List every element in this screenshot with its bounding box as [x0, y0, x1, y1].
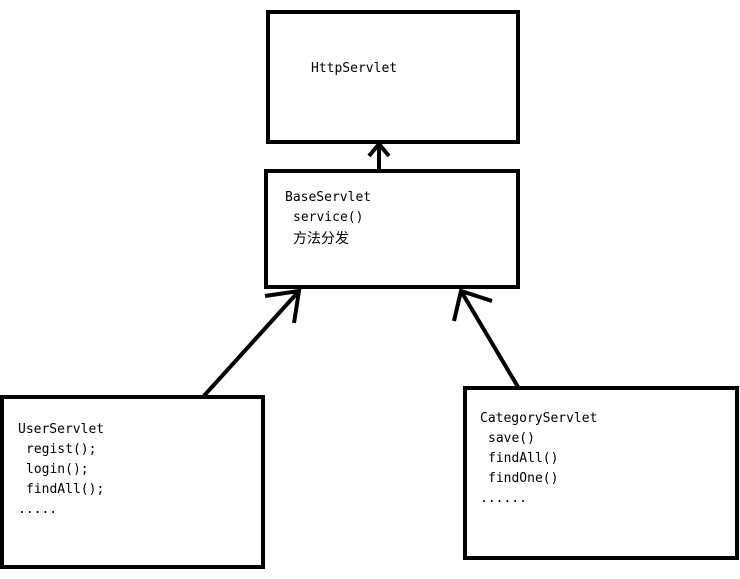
base-servlet-note: 方法分发: [293, 231, 349, 247]
base-servlet-title: BaseServlet: [285, 190, 372, 205]
category-servlet-method: findOne(): [488, 471, 559, 486]
user-servlet-method: login();: [26, 462, 89, 477]
category-servlet-ellipsis: ......: [480, 491, 527, 506]
user-servlet-method: findAll();: [26, 482, 105, 497]
user-servlet-title: UserServlet: [18, 422, 105, 437]
http-servlet-title: HttpServlet: [311, 61, 398, 76]
http-servlet-box: HttpServlet: [266, 10, 520, 144]
category-servlet-box: CategoryServlet save() findAll() findOne…: [463, 386, 739, 560]
arrow-category-to-base: [452, 288, 520, 389]
user-servlet-method: regist();: [26, 442, 97, 457]
base-servlet-box: BaseServlet service() 方法分发: [264, 169, 520, 289]
arrow-user-to-base: [200, 288, 302, 400]
user-servlet-ellipsis: .....: [18, 502, 58, 517]
category-servlet-title: CategoryServlet: [480, 411, 598, 426]
arrow-base-to-http: [367, 140, 391, 171]
category-servlet-method: save(): [488, 431, 535, 446]
base-servlet-method: service(): [293, 210, 364, 225]
user-servlet-box: UserServlet regist(); login(); findAll()…: [0, 395, 265, 569]
category-servlet-method: findAll(): [488, 451, 559, 466]
